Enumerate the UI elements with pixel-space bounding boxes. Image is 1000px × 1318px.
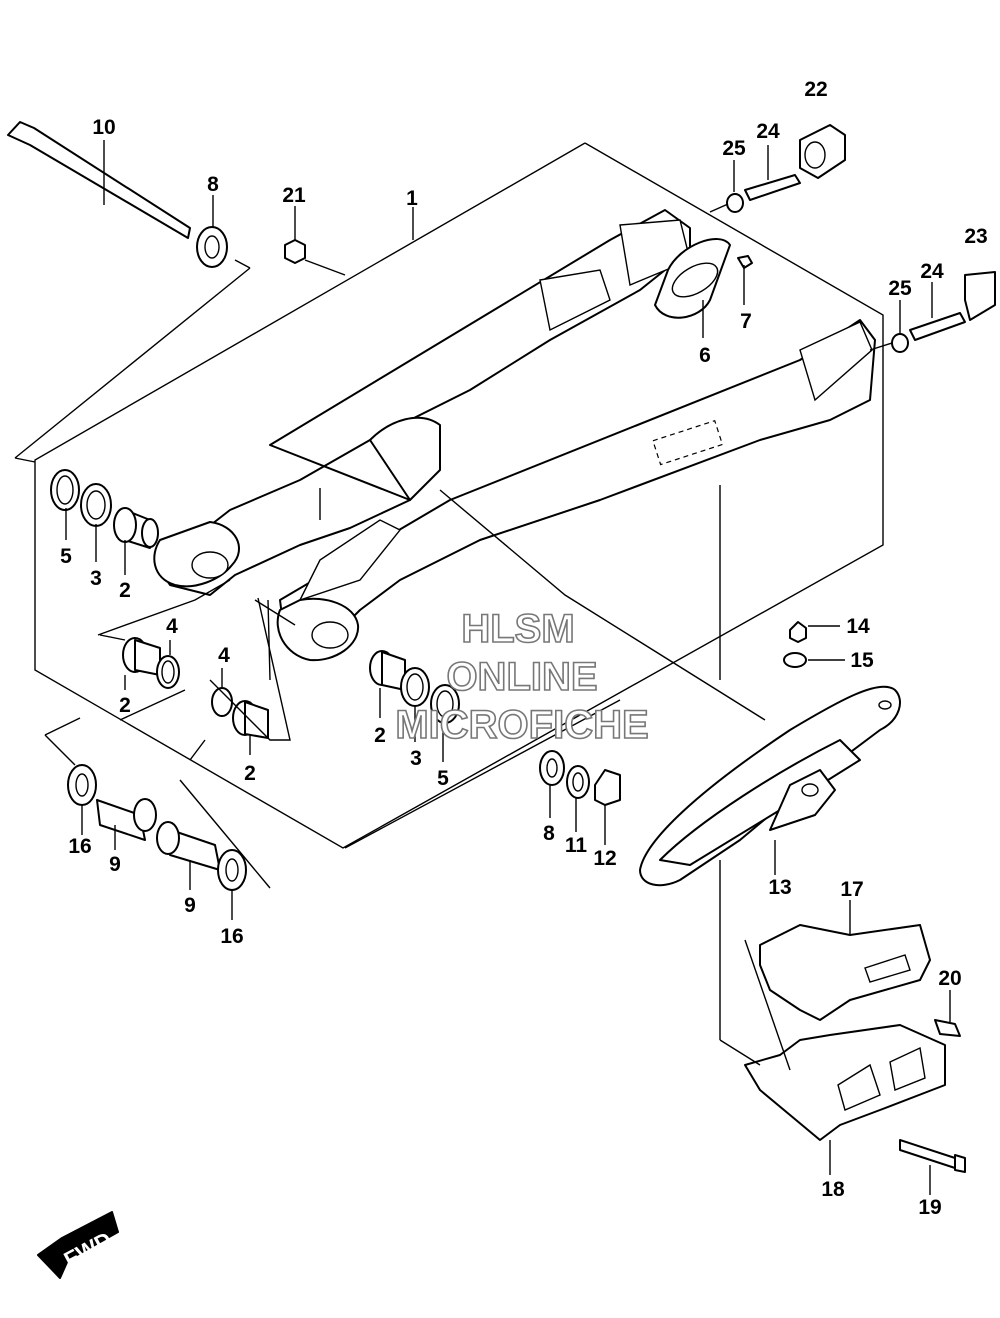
callout-3: 3: [410, 747, 422, 770]
callout-labels: 1 2 2 2 2 3 3 4 4 5 5 6 7 8 8 9 9 10 11 …: [60, 78, 988, 1219]
callout-2: 2: [119, 579, 131, 602]
center-bearings: [122, 637, 269, 739]
swingarm: [153, 209, 876, 662]
callout-8: 8: [543, 822, 555, 845]
washers-right: [539, 750, 621, 806]
left-pivot-bearings: [50, 469, 159, 549]
callout-14: 14: [846, 615, 870, 638]
callout-16: 16: [220, 925, 243, 948]
chain-slider: [639, 621, 901, 887]
callout-6: 6: [699, 344, 711, 367]
chain-guide: [744, 924, 966, 1173]
watermark-line-2: ONLINE: [446, 655, 597, 699]
callout-13: 13: [768, 876, 791, 899]
callout-24: 24: [756, 120, 780, 143]
pivot-bolt: [7, 121, 306, 268]
assembly-outline: [14, 142, 884, 849]
callout-25: 25: [722, 137, 746, 160]
callout-11: 11: [565, 834, 588, 857]
watermark: HLSM ONLINE MICROFICHE: [395, 606, 650, 748]
callout-4: 4: [166, 615, 178, 638]
callout-20: 20: [938, 967, 961, 990]
callout-9: 9: [184, 894, 196, 917]
callout-1: 1: [406, 187, 418, 210]
watermark-line-1: HLSM: [461, 607, 574, 651]
callout-25: 25: [888, 277, 912, 300]
callout-5: 5: [60, 545, 72, 568]
callout-22: 22: [804, 78, 827, 101]
callout-18: 18: [821, 1178, 845, 1201]
callout-2: 2: [244, 762, 256, 785]
callout-19: 19: [918, 1196, 941, 1219]
callout-10: 10: [92, 116, 115, 139]
chain-adjusters: [654, 124, 996, 353]
leader-lines: [44, 140, 951, 1195]
callout-9: 9: [109, 853, 121, 876]
callout-17: 17: [840, 878, 863, 901]
callout-8: 8: [207, 173, 219, 196]
sleeves-washers-left: [67, 764, 247, 891]
callout-23: 23: [964, 225, 987, 248]
fwd-arrow-icon: FWD: [37, 1211, 119, 1279]
callout-24: 24: [920, 260, 944, 283]
callout-4: 4: [218, 644, 230, 667]
callout-3: 3: [90, 567, 102, 590]
watermark-line-3: MICROFICHE: [395, 703, 648, 747]
callout-5: 5: [437, 767, 449, 790]
callout-15: 15: [850, 649, 874, 672]
callout-21: 21: [282, 184, 306, 207]
callout-2: 2: [119, 694, 131, 717]
callout-2: 2: [374, 724, 386, 747]
callout-12: 12: [593, 847, 616, 870]
callout-7: 7: [740, 310, 752, 333]
callout-16: 16: [68, 835, 91, 858]
